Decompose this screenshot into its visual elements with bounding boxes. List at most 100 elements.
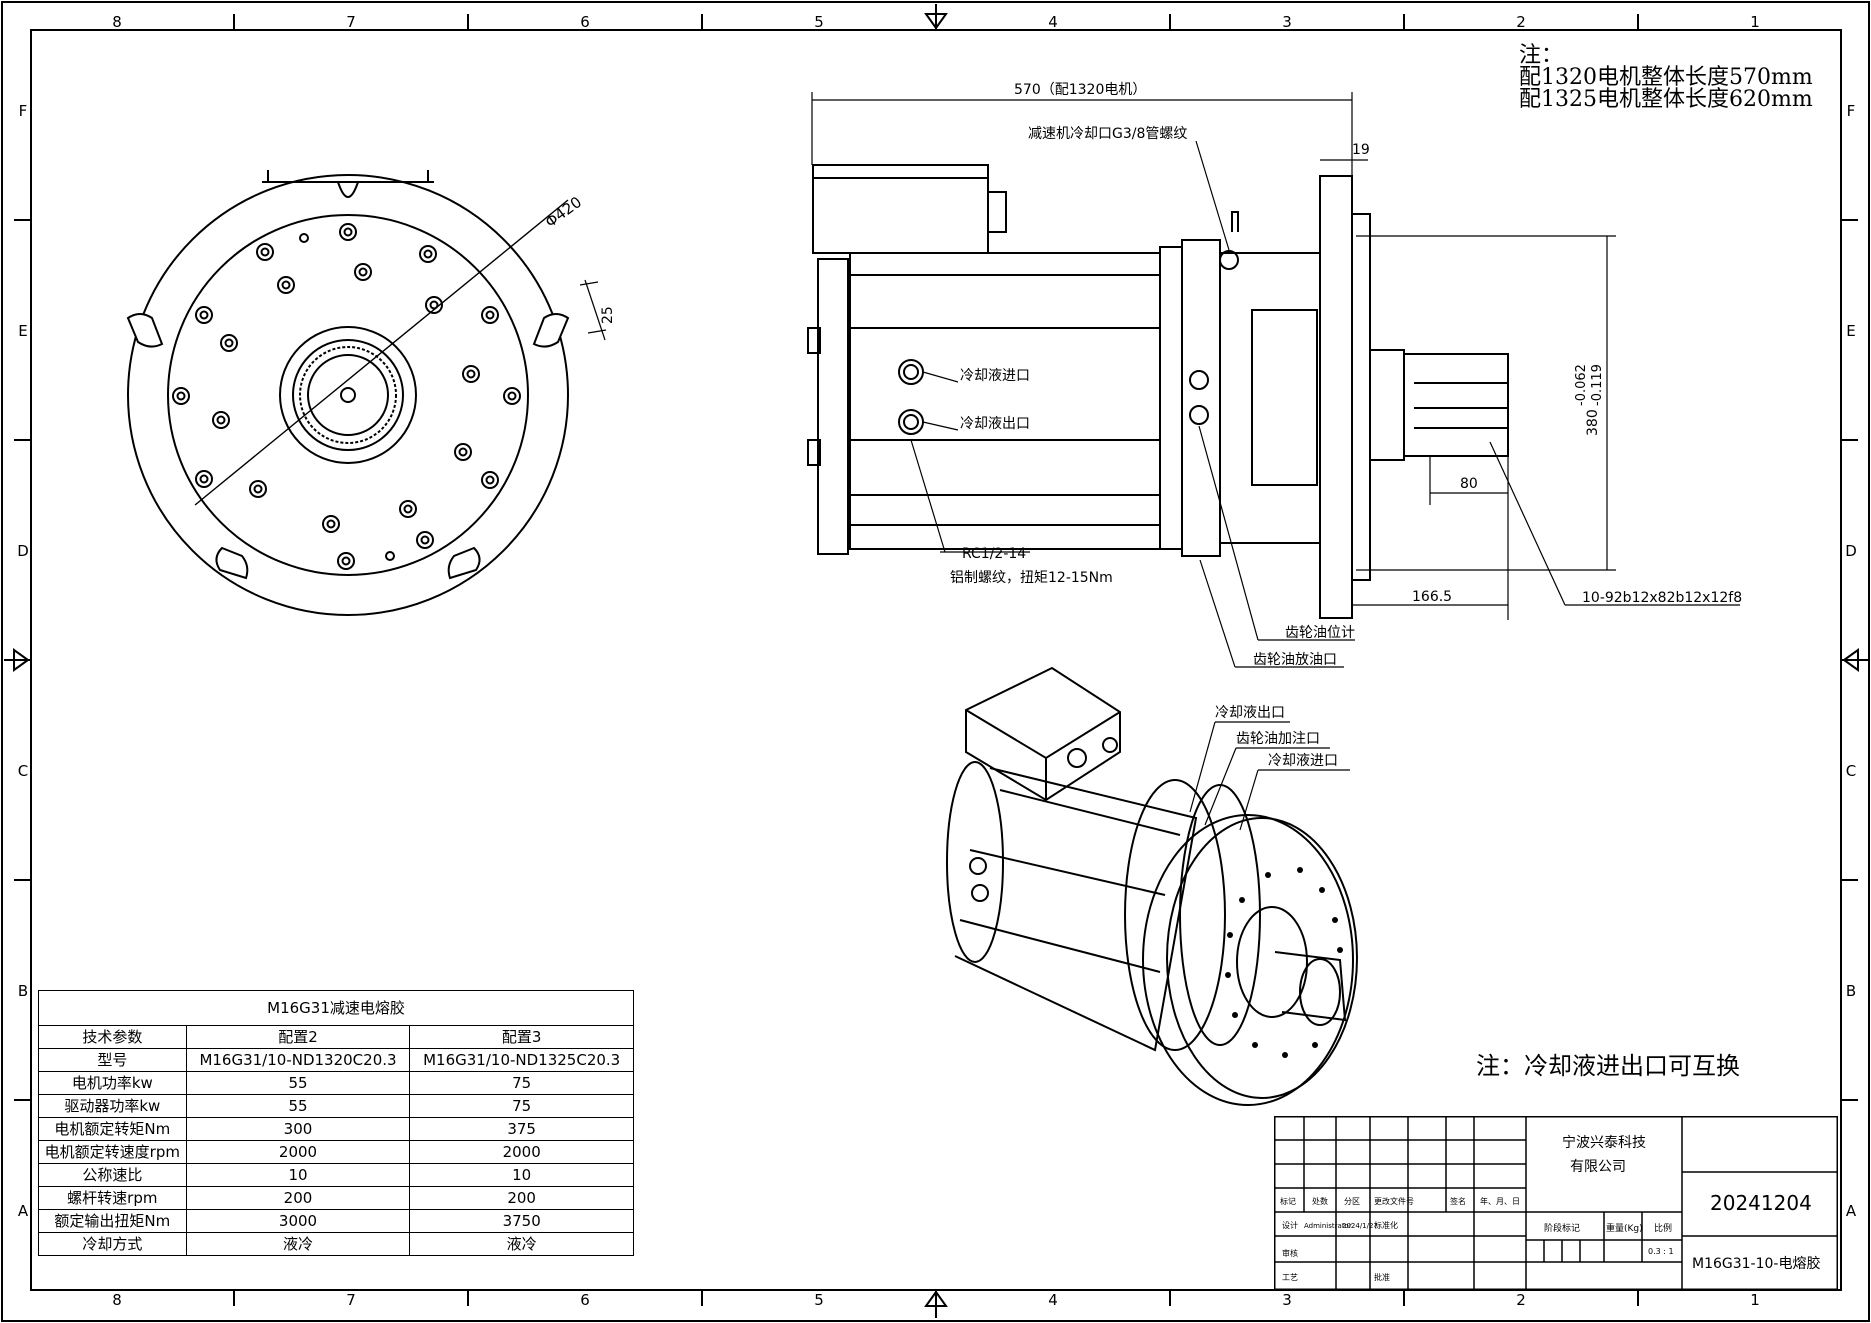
spec-header-config2: 配置2 [185,1025,411,1049]
zone-labels: 8 7 6 5 4 3 2 1 8 7 6 5 4 3 2 1 F E D C … [17,13,1857,1309]
table-row: 冷却方式液冷液冷 [38,1232,634,1256]
tb-hdr-change: 更改文件号 [1374,1196,1414,1206]
tb-hdr-zone: 分区 [1344,1197,1360,1206]
zone-col-3: 3 [1282,13,1292,31]
note-1320: 配1320电机整体长度570mm [1519,65,1813,90]
spec-cell: 2000 [185,1140,411,1164]
tb-company-2: 有限公司 [1570,1159,1626,1175]
spec-cell: 驱动器功率kw [38,1094,187,1118]
spec-cell: 3000 [185,1209,411,1233]
tb-review: 审核 [1282,1248,1298,1258]
spec-cell: 冷却方式 [38,1232,187,1256]
spec-header-param: 技术参数 [38,1025,187,1049]
thread-label: RC1/2-14 [962,546,1026,562]
zone-col-6: 6 [580,13,590,31]
oil-level-label: 齿轮油位计 [1285,625,1355,641]
tb-hdr-date: 年、月、日 [1480,1196,1520,1206]
coolant-in-label: 冷却液进口 [960,368,1030,384]
zone-col-7: 7 [346,13,356,31]
iso-oil-fill-label: 齿轮油加注口 [1236,731,1320,747]
spec-title: M16G31减速电熔胶 [38,990,634,1026]
thread-note-label: 铝制螺纹，扭矩12-15Nm [950,570,1113,586]
tb-hdr-count: 处数 [1312,1196,1328,1206]
tol-lower-label: -0.119 [1590,364,1605,406]
title-block: 标记 处数 分区 更改文件号 签名 年、月、日 设计 Administrator… [1274,1116,1838,1290]
note-head: 注： [1519,43,1563,68]
iso-holes [1225,867,1343,1058]
length-notes: 注： 配1320电机整体长度570mm 配1325电机整体长度620mm [1519,43,1813,112]
dim-166-label: 166.5 [1412,589,1452,605]
iso-view-labels: 冷却液出口 齿轮油加注口 冷却液进口 [1215,705,1338,769]
zone-col-7-b: 7 [346,1291,356,1309]
slot-width-label: 25 [600,306,616,324]
dim-380-label: 380 [1585,409,1601,436]
spec-cell: 型号 [38,1048,187,1072]
zone-col-2: 2 [1516,13,1526,31]
coolant-interchange-note: 注：冷却液进出口可互换 [1476,1052,1740,1080]
tb-scale-label: 比例 [1654,1222,1672,1234]
zone-col-1-b: 1 [1750,1291,1760,1309]
tb-part-name: M16G31-10-电熔胶 [1692,1255,1820,1272]
dim-19-label: 19 [1352,142,1370,158]
dim-80-label: 80 [1460,476,1478,492]
tb-process: 工艺 [1282,1273,1298,1282]
spec-cell: 液冷 [185,1232,411,1256]
spec-header-config3: 配置3 [409,1025,634,1049]
zone-row-A: A [18,1202,29,1220]
tb-company-1: 宁波兴泰科技 [1562,1134,1646,1151]
iso-coolant-in-label: 冷却液进口 [1268,753,1338,769]
zone-col-5-b: 5 [814,1291,824,1309]
zone-row-B: B [18,982,28,1000]
tb-weight: 重量(Kg) [1606,1222,1643,1234]
zone-row-A-r: A [1846,1202,1857,1220]
zone-col-1: 1 [1750,13,1760,31]
spec-cell: 55 [185,1094,411,1118]
spec-cell: 公称速比 [38,1163,187,1187]
front-view [126,170,607,616]
zone-col-8-b: 8 [112,1291,122,1309]
spec-cell: 55 [185,1071,411,1095]
spec-cell: 电机额定转矩Nm [38,1117,187,1141]
oil-drain-label: 齿轮油放油口 [1253,652,1337,668]
tb-hdr-mark: 标记 [1280,1196,1296,1206]
centering-marks [4,4,1868,1318]
zone-row-C: C [18,762,28,780]
spec-cell: 375 [409,1117,634,1141]
iso-view [946,666,1358,1106]
spec-cell: 螺杆转速rpm [38,1186,187,1210]
length-dim-label: 570（配1320电机） [1014,82,1146,98]
tb-std: 标准化 [1374,1220,1398,1230]
tol-upper-label: -0.062 [1574,364,1589,406]
spec-cell: M16G31/10-ND1320C20.3 [185,1048,411,1072]
spec-cell: 200 [185,1186,411,1210]
coolant-out-label: 冷却液出口 [960,416,1030,432]
zone-col-2-b: 2 [1516,1291,1526,1309]
tb-date: 2024/1/27 [1342,1222,1378,1230]
spec-cell: 2000 [409,1140,634,1164]
spec-cell: M16G31/10-ND1325C20.3 [409,1048,634,1072]
zone-col-3-b: 3 [1282,1291,1292,1309]
spec-cell: 电机功率kw [38,1071,187,1095]
front-bolt-holes [172,223,521,570]
zone-col-5: 5 [814,13,824,31]
spline-label: 10-92b12x82b12x12f8 [1582,590,1742,606]
tb-design: 设计 [1282,1220,1298,1230]
zone-row-D: D [17,542,29,560]
zone-col-6-b: 6 [580,1291,590,1309]
tb-stage: 阶段标记 [1544,1222,1580,1234]
zone-row-F-r: F [1847,102,1856,120]
spec-cell: 3750 [409,1209,634,1233]
spec-cell: 电机额定转速度rpm [38,1140,187,1164]
zone-row-D-r: D [1845,542,1857,560]
tb-drawing-no: 20241204 [1710,1191,1812,1215]
spec-cell: 300 [185,1117,411,1141]
